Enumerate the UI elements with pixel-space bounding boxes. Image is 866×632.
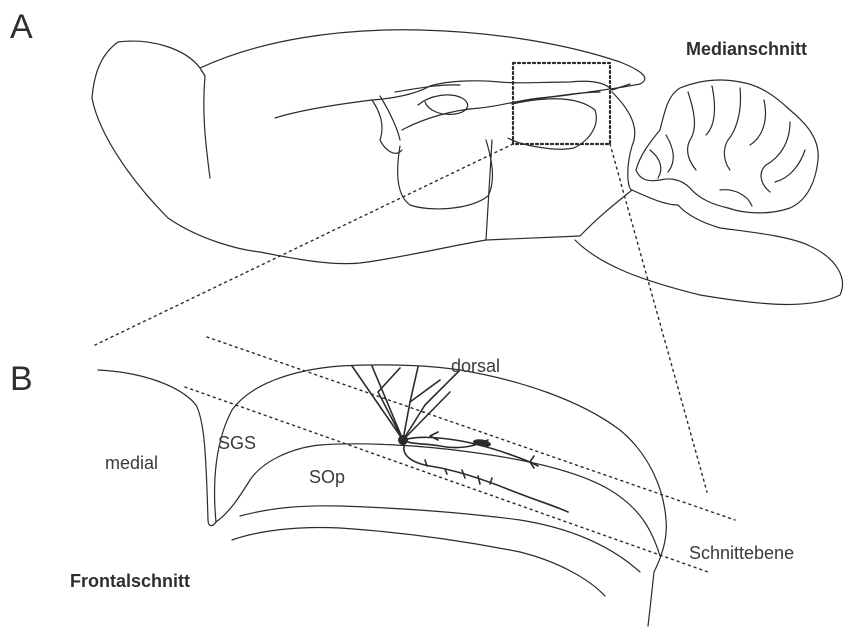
section-plane-label: Schnittebene bbox=[689, 544, 794, 562]
midbrain bbox=[508, 99, 596, 149]
panel-label-b: B bbox=[10, 362, 33, 396]
folia-6 bbox=[775, 150, 805, 182]
folia-8 bbox=[720, 190, 752, 206]
axon-terminal bbox=[473, 438, 492, 448]
callosum-arc bbox=[395, 85, 460, 92]
folia-9 bbox=[650, 150, 661, 178]
ventral-edge bbox=[648, 572, 654, 626]
folia-3 bbox=[724, 88, 740, 170]
folia-4 bbox=[750, 100, 765, 145]
medulla bbox=[575, 205, 842, 304]
olfactory-divide bbox=[200, 68, 205, 76]
cerebellum bbox=[636, 80, 818, 213]
dorsal-label: dorsal bbox=[451, 357, 500, 375]
sop-layer-label: SOp bbox=[309, 468, 345, 486]
medial-label: medial bbox=[105, 454, 158, 472]
bulb-inner-line bbox=[204, 76, 210, 178]
thalamus bbox=[398, 140, 493, 209]
hippocampus bbox=[418, 95, 468, 114]
ventral-outline bbox=[260, 236, 580, 264]
section-plane-lower bbox=[185, 387, 708, 572]
panel-label-a: A bbox=[10, 10, 33, 44]
deep-layer-boundary bbox=[216, 444, 660, 556]
septum-line bbox=[380, 96, 400, 140]
folia-7 bbox=[666, 135, 673, 172]
folia-1 bbox=[688, 92, 696, 170]
midline-wall bbox=[98, 370, 216, 526]
projection-line-right bbox=[610, 144, 707, 492]
neuron-dendrites bbox=[352, 366, 458, 440]
folia-2 bbox=[706, 86, 714, 135]
inner-boundary bbox=[232, 528, 605, 597]
frontal-section-title: Frontalschnitt bbox=[70, 572, 190, 590]
sgs-layer-label: SGS bbox=[218, 434, 256, 452]
olfactory-bulb bbox=[92, 41, 260, 252]
brainstem bbox=[580, 92, 635, 236]
inset-box bbox=[513, 63, 610, 144]
frontal-section bbox=[98, 337, 735, 626]
pons-line bbox=[632, 190, 678, 205]
sagittal-section bbox=[92, 30, 842, 305]
projection-line-left bbox=[95, 144, 513, 345]
median-section-title: Medianschnitt bbox=[686, 40, 807, 58]
